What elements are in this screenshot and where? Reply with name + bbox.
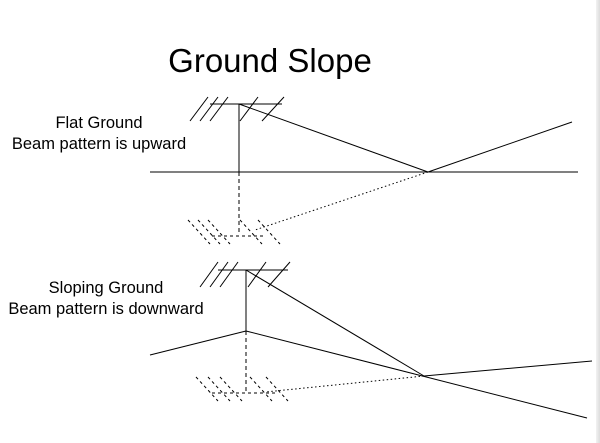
flat-antenna xyxy=(189,96,285,122)
flat-antenna-image xyxy=(187,219,281,245)
sloping-ground-description: Beam pattern is downward xyxy=(8,300,204,318)
flat-image-ray xyxy=(254,171,429,231)
hill-left-slope xyxy=(149,330,247,356)
sloping-antenna xyxy=(199,261,291,288)
sloping-incident-ray xyxy=(245,269,425,377)
diagram-title: Ground Slope xyxy=(168,42,372,79)
flat-ground-label: Flat Ground xyxy=(55,114,143,132)
sloping-ground-label: Sloping Ground xyxy=(48,279,164,297)
flat-ground-caption: Flat Ground Beam pattern is upward xyxy=(0,113,198,155)
scrollbar-edge xyxy=(596,0,600,443)
flat-reflected-ray xyxy=(427,121,573,173)
flat-ground-description: Beam pattern is upward xyxy=(11,135,187,153)
sloping-reflected-ray xyxy=(423,360,593,377)
sloping-ground-line xyxy=(245,330,588,419)
sloping-image-ray xyxy=(264,375,425,393)
flat-incident-ray xyxy=(238,103,429,173)
sloping-antenna-image xyxy=(195,376,289,402)
sloping-ground-caption: Sloping Ground Beam pattern is downward xyxy=(0,278,212,320)
